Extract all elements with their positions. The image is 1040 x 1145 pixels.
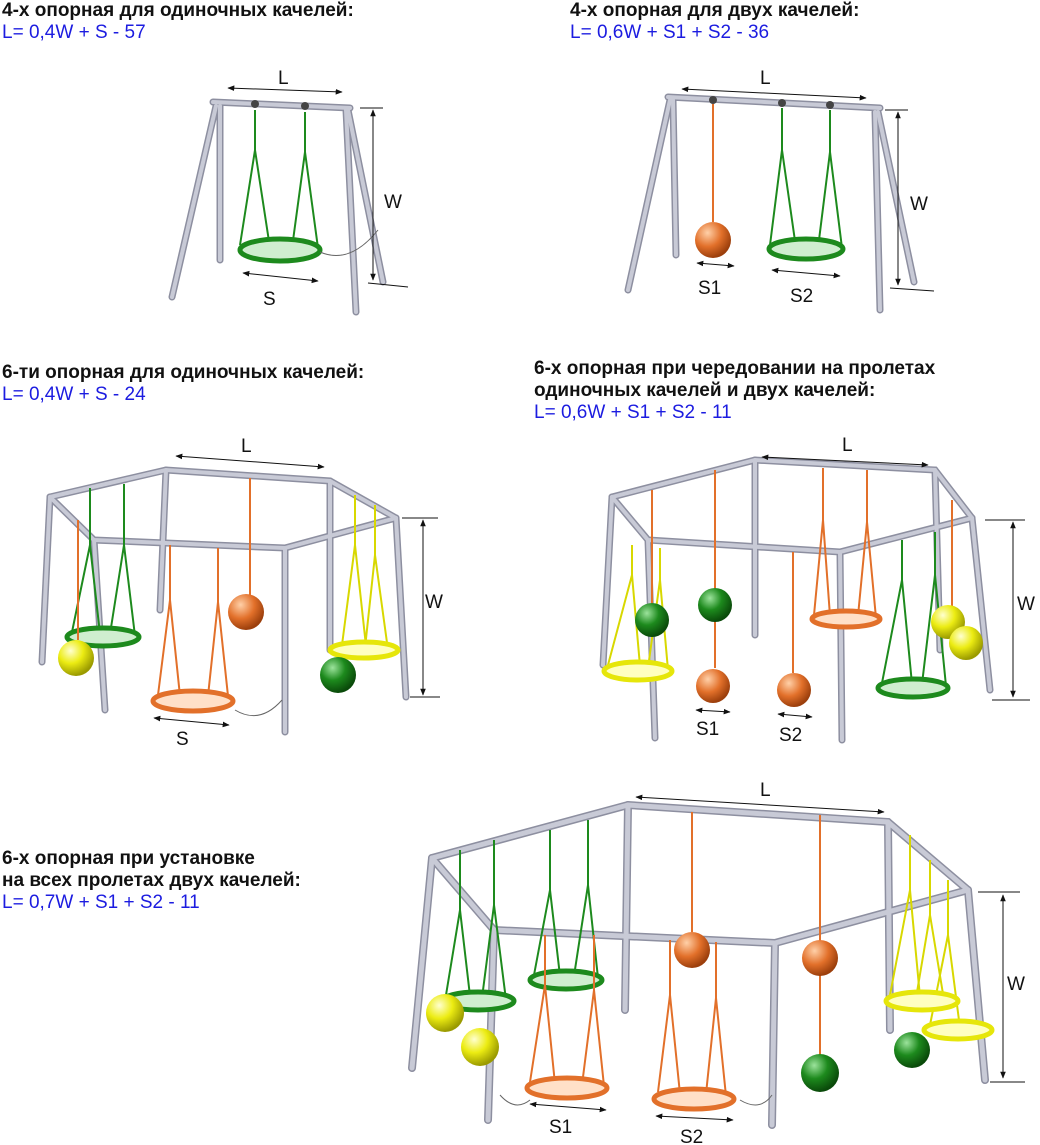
section-2-text: 4-х опорная для двух качелей: L= 0,6W + … — [570, 0, 859, 44]
ball-green — [320, 657, 356, 693]
nest-swing-green — [766, 236, 846, 262]
dim-label-l: L — [842, 435, 853, 456]
section-3-text: 6-ти опорная для одиночных качелей: L= 0… — [2, 362, 364, 406]
ball-orange — [228, 594, 264, 630]
dim-label-l: L — [278, 68, 289, 89]
dim-label-s2: S2 — [779, 725, 802, 746]
ball-yellow — [58, 640, 94, 676]
section-3-formula: L= 0,4W + S - 24 — [2, 384, 146, 405]
section-5-formula: L= 0,7W + S1 + S2 - 11 — [2, 892, 200, 913]
ball-orange — [696, 669, 730, 703]
nest-swing-green — [527, 968, 605, 992]
dim-label-s: S — [263, 289, 276, 310]
dim-label-l: L — [241, 436, 252, 457]
nest-swing-green — [237, 236, 323, 264]
section-5-title: 6-х опорная при установке на всех пролет… — [2, 848, 301, 891]
dim-label-s: S — [176, 729, 189, 750]
ball-orange — [777, 673, 811, 707]
ball-yellow — [426, 994, 464, 1032]
nest-swing-yellow — [601, 659, 675, 683]
diagram-5: L W S1 S2 — [408, 780, 1025, 1145]
nest-swing-yellow — [921, 1018, 995, 1042]
nest-swing-yellow — [327, 639, 401, 661]
section-4-formula: L= 0,6W + S1 + S2 - 11 — [534, 402, 732, 423]
section-1-title: 4-х опорная для одиночных качелей: — [2, 0, 354, 21]
dim-label-s2: S2 — [680, 1127, 703, 1145]
dim-label-l: L — [760, 68, 771, 89]
diagram-4: L W S1 S2 — [599, 435, 1035, 746]
dim-label-l: L — [760, 780, 771, 801]
dim-label-w: W — [1017, 594, 1035, 615]
nest-swing-orange — [651, 1086, 737, 1112]
dim-label-s1: S1 — [696, 719, 719, 740]
ball-orange — [674, 932, 710, 968]
nest-swing-orange — [150, 688, 236, 714]
nest-swing-orange — [524, 1075, 610, 1101]
ball-green — [635, 603, 669, 637]
ball-yellow — [949, 626, 983, 660]
section-2-formula: L= 0,6W + S1 + S2 - 36 — [570, 22, 770, 43]
section-1-text: 4-х опорная для одиночных качелей: L= 0,… — [2, 0, 354, 44]
dim-label-w: W — [425, 592, 443, 613]
diagram-2: L W S1 S2 — [624, 68, 935, 314]
dim-label-s1: S1 — [698, 278, 721, 299]
section-2-title: 4-х опорная для двух качелей: — [570, 0, 860, 21]
ball-green — [894, 1032, 930, 1068]
diagram-1: L W S — [168, 68, 409, 316]
dim-label-w: W — [1007, 974, 1025, 995]
section-4-text: 6-х опорная при чередовании на пролетах … — [534, 358, 935, 424]
ball-orange — [695, 222, 731, 258]
ball-yellow — [461, 1028, 499, 1066]
nest-swing-orange — [809, 608, 883, 630]
ball-green — [698, 588, 732, 622]
section-5-text: 6-х опорная при установке на всех пролет… — [2, 848, 301, 914]
dim-label-s1: S1 — [549, 1117, 572, 1138]
ball-green — [801, 1054, 839, 1092]
nest-swing-green — [875, 676, 951, 700]
dim-label-w: W — [910, 194, 928, 215]
dim-label-w: W — [384, 192, 402, 213]
nest-swing-green — [64, 625, 142, 649]
dim-label-s2: S2 — [790, 286, 813, 307]
nest-swing-yellow — [883, 989, 961, 1013]
section-4-title: 6-х опорная при чередовании на пролетах … — [534, 358, 936, 401]
ball-orange — [802, 940, 838, 976]
section-3-title: 6-ти опорная для одиночных качелей: — [2, 362, 365, 383]
diagram-3: L W S — [38, 436, 443, 750]
section-1-formula: L= 0,4W + S - 57 — [2, 22, 146, 43]
